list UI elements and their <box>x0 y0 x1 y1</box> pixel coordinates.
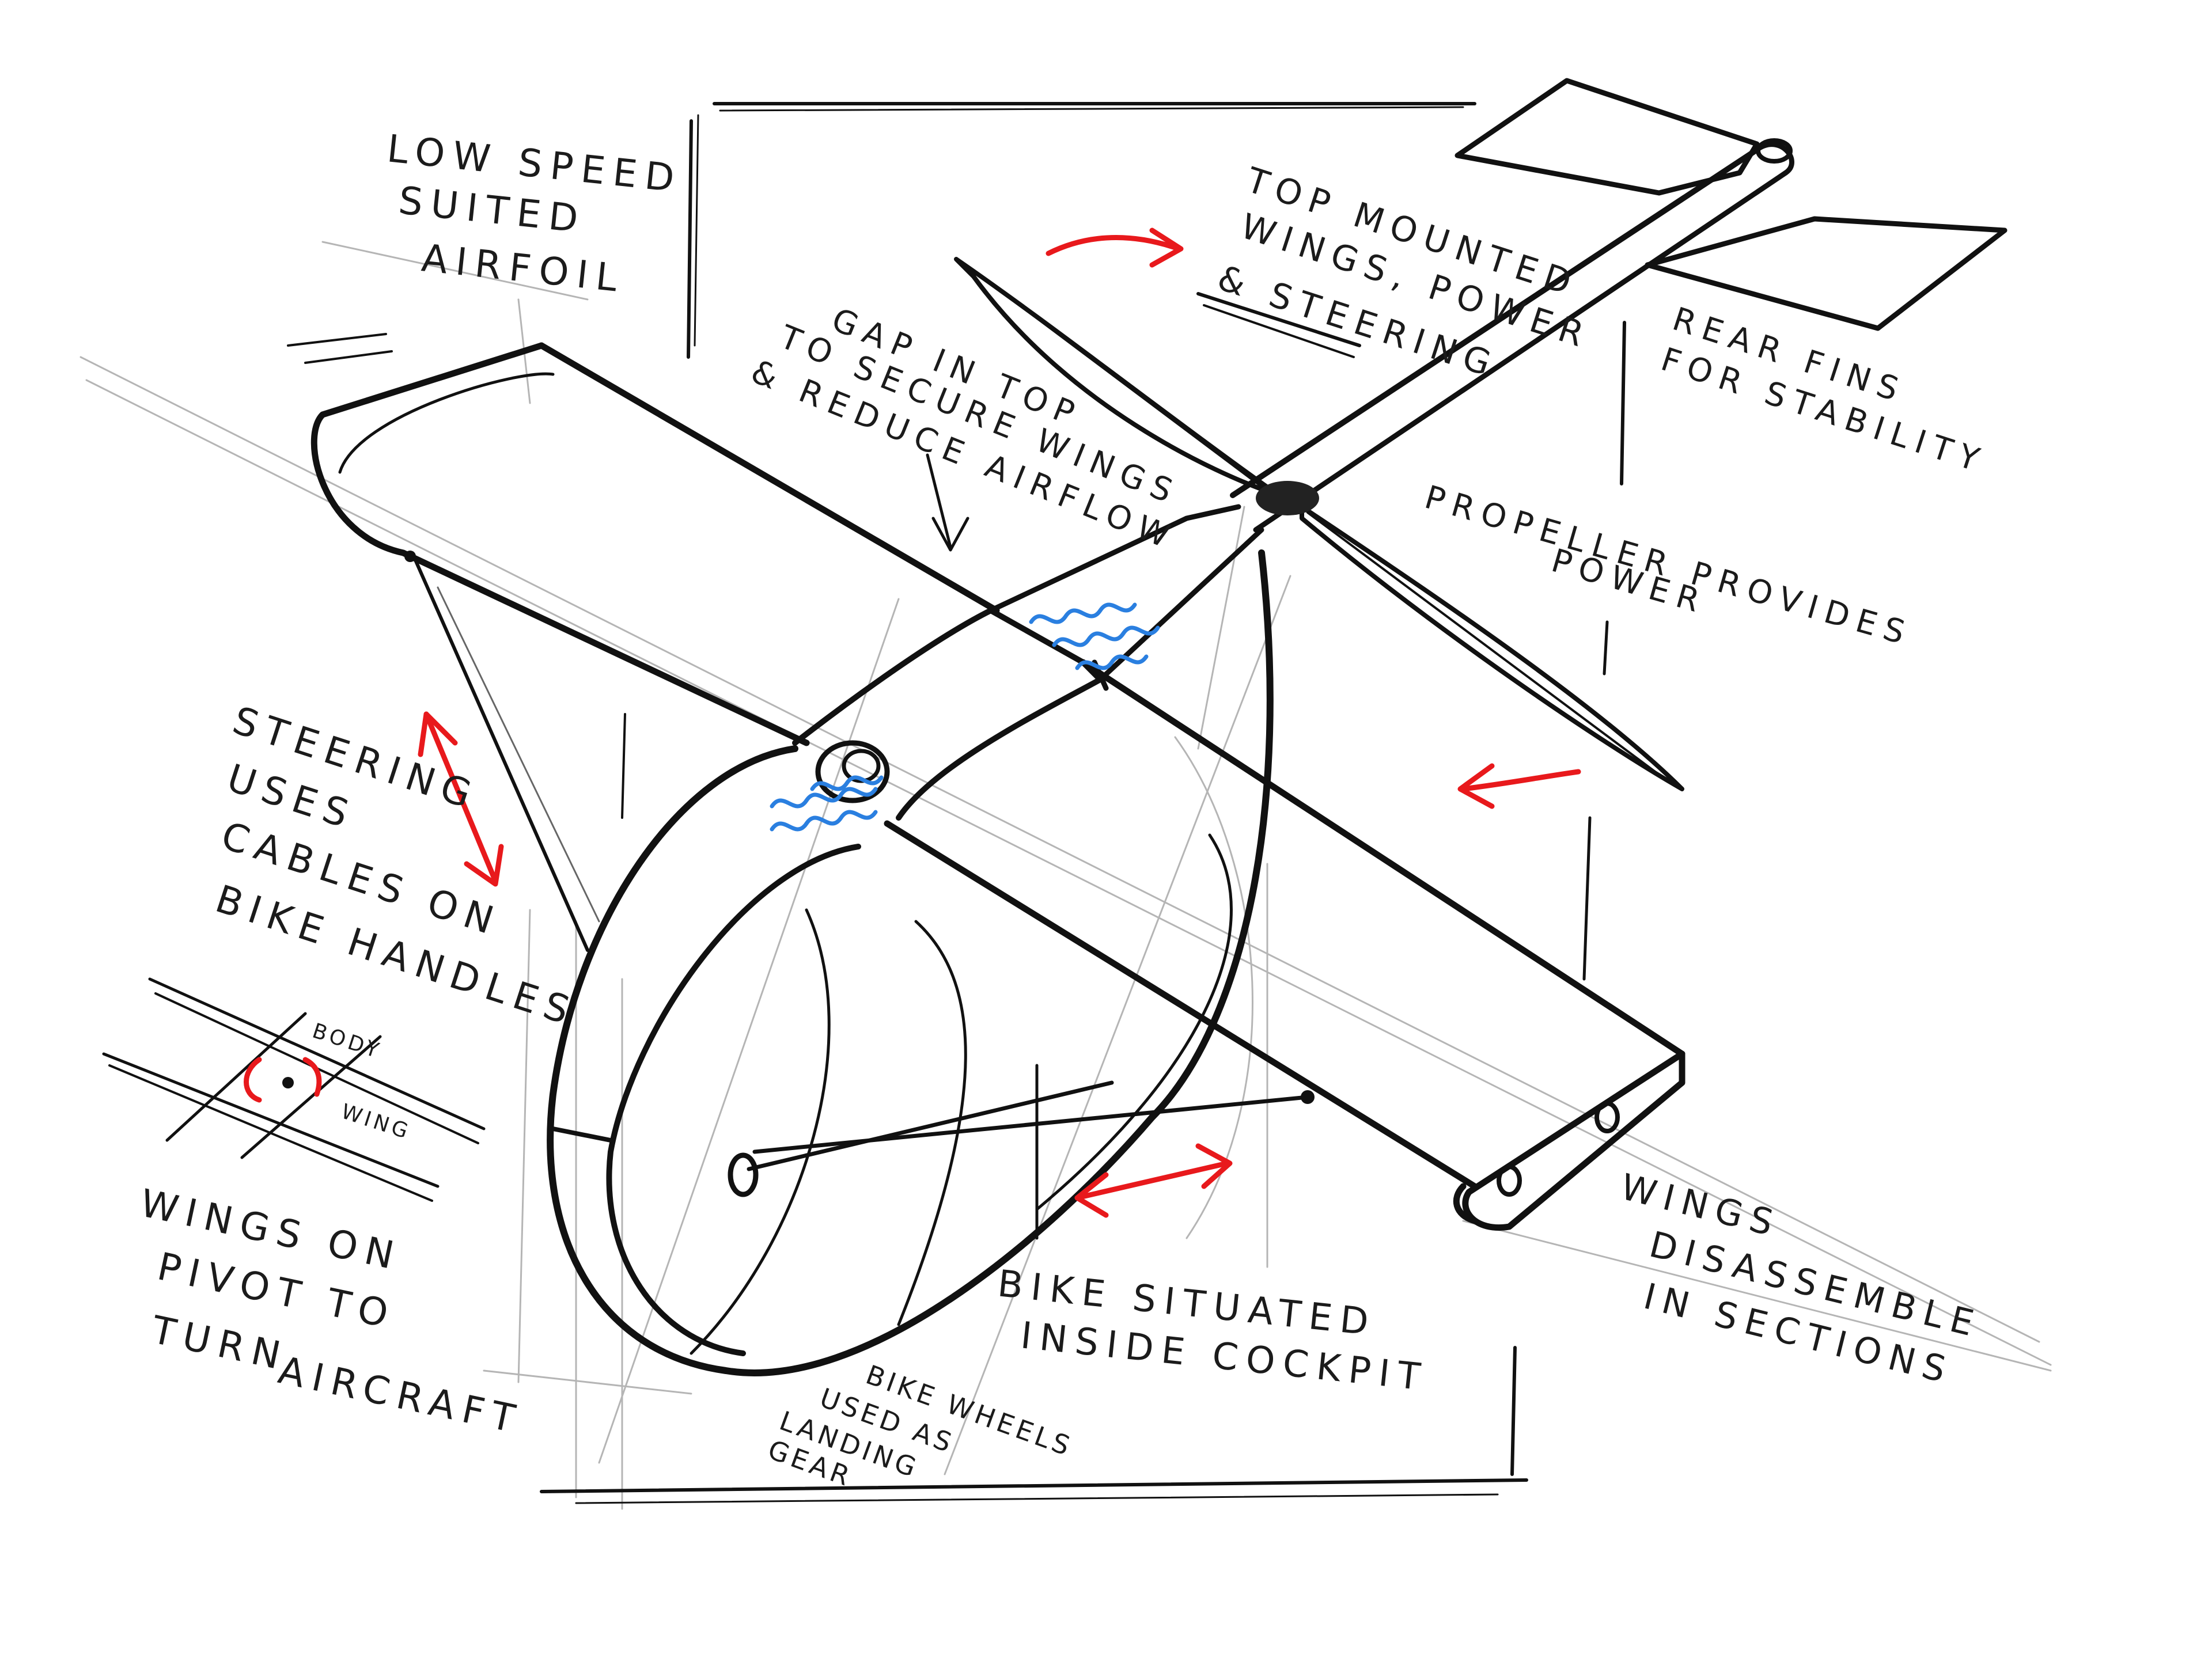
bike-axle <box>728 1080 1315 1197</box>
axle-hole <box>728 1152 759 1197</box>
motion-arrows <box>418 227 1581 1218</box>
disassemble-line-1: WINGS <box>1616 1166 1785 1246</box>
pivot-inset <box>102 977 486 1202</box>
fuselage <box>547 549 1274 1376</box>
pivot-line-4: AIRCRAFT <box>275 1348 527 1443</box>
annotation-airfoil: LOW SPEED SUITED AIRFOIL <box>385 126 684 301</box>
annotation-gap: GAP IN TOP TO SECURE WINGS & REDUCE AIRF… <box>746 301 1185 558</box>
hint-marks <box>287 292 1361 552</box>
annotation-propeller: PROPELLER PROVIDES POWER <box>1421 479 1916 654</box>
pivot-point <box>282 1077 294 1088</box>
propeller-line-1: PROPELLER PROVIDES <box>1421 479 1916 654</box>
airfoil-line-3: AIRFOIL <box>419 236 627 301</box>
propeller-hub <box>1256 481 1319 515</box>
frame-lines <box>540 102 1626 1504</box>
pivot-wing-label: WING <box>338 1100 414 1145</box>
annotation-pivot-inset: BODY WING <box>309 1019 414 1145</box>
annotation-steering: STEERING USES CABLES ON BIKE HANDLES <box>210 698 582 1035</box>
propeller <box>954 257 1684 791</box>
pivot-line-3: TURN <box>147 1307 293 1379</box>
tail-boom <box>1230 138 1794 533</box>
annotation-pivot: WINGS ON PIVOT TO TURN AIRCRAFT <box>137 1181 527 1443</box>
main-wing-right <box>884 659 1685 1231</box>
airflow-marks <box>770 602 1160 832</box>
main-wing <box>310 342 1000 952</box>
annotation-wheels: BIKE WHEELS USED AS LANDING GEAR <box>764 1359 1077 1493</box>
wing-bolt <box>1497 1164 1522 1197</box>
annotation-rear-fins: REAR FINS FOR STABILITY <box>1657 300 1991 481</box>
pivot-hole <box>815 740 890 803</box>
annotation-disassemble: WINGS DISASSEMBLE IN SECTIONS <box>1616 1166 1986 1393</box>
annotation-bike: BIKE SITUATED INSIDE COCKPIT <box>995 1262 1430 1399</box>
wing-bolt <box>1594 1101 1620 1133</box>
annotation-top-mounted: TOP MOUNTED WINGS, POWER & STEERING <box>1213 160 1596 386</box>
